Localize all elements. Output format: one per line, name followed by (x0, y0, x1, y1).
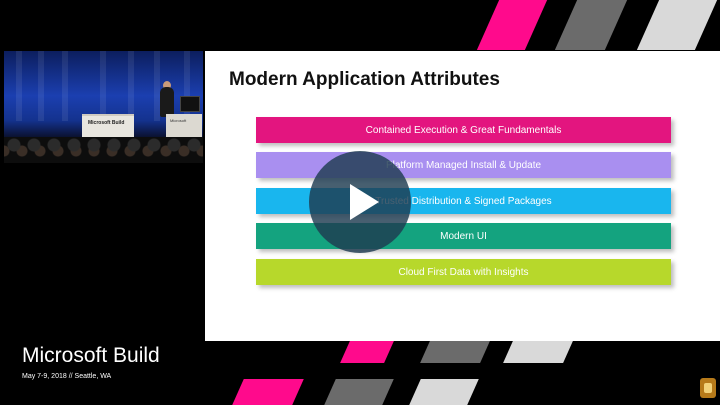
decor-stripe (503, 341, 573, 363)
presentation-slide: Modern Application Attributes Contained … (205, 51, 720, 341)
slide-title: Modern Application Attributes (229, 69, 500, 90)
decor-stripe (420, 341, 490, 363)
event-date-location: May 7-9, 2018 // Seattle, WA (22, 373, 112, 380)
attribute-bar: Contained Execution & Great Fundamentals (256, 117, 671, 143)
decor-stripe (554, 0, 628, 50)
decor-stripe (232, 379, 304, 405)
decor-stripe (476, 0, 548, 50)
decor-stripe (340, 341, 394, 363)
decor-stripe (324, 379, 394, 405)
play-icon (349, 184, 379, 220)
podium-right-label: Microsoft (170, 118, 187, 123)
attribute-bar: Cloud First Data with Insights (256, 259, 671, 285)
speaker-camera-feed: Microsoft Build Microsoft (4, 51, 203, 163)
event-brand: Microsoft Build (22, 344, 160, 367)
stage-monitor (180, 96, 200, 112)
play-button[interactable] (309, 151, 411, 253)
podium-label: Microsoft Build (88, 120, 125, 126)
audience (4, 137, 203, 163)
channel-logo-icon (700, 378, 716, 398)
speaker-head (163, 81, 171, 90)
decor-stripe (636, 0, 718, 50)
decor-stripe (409, 379, 479, 405)
speaker (160, 87, 174, 117)
